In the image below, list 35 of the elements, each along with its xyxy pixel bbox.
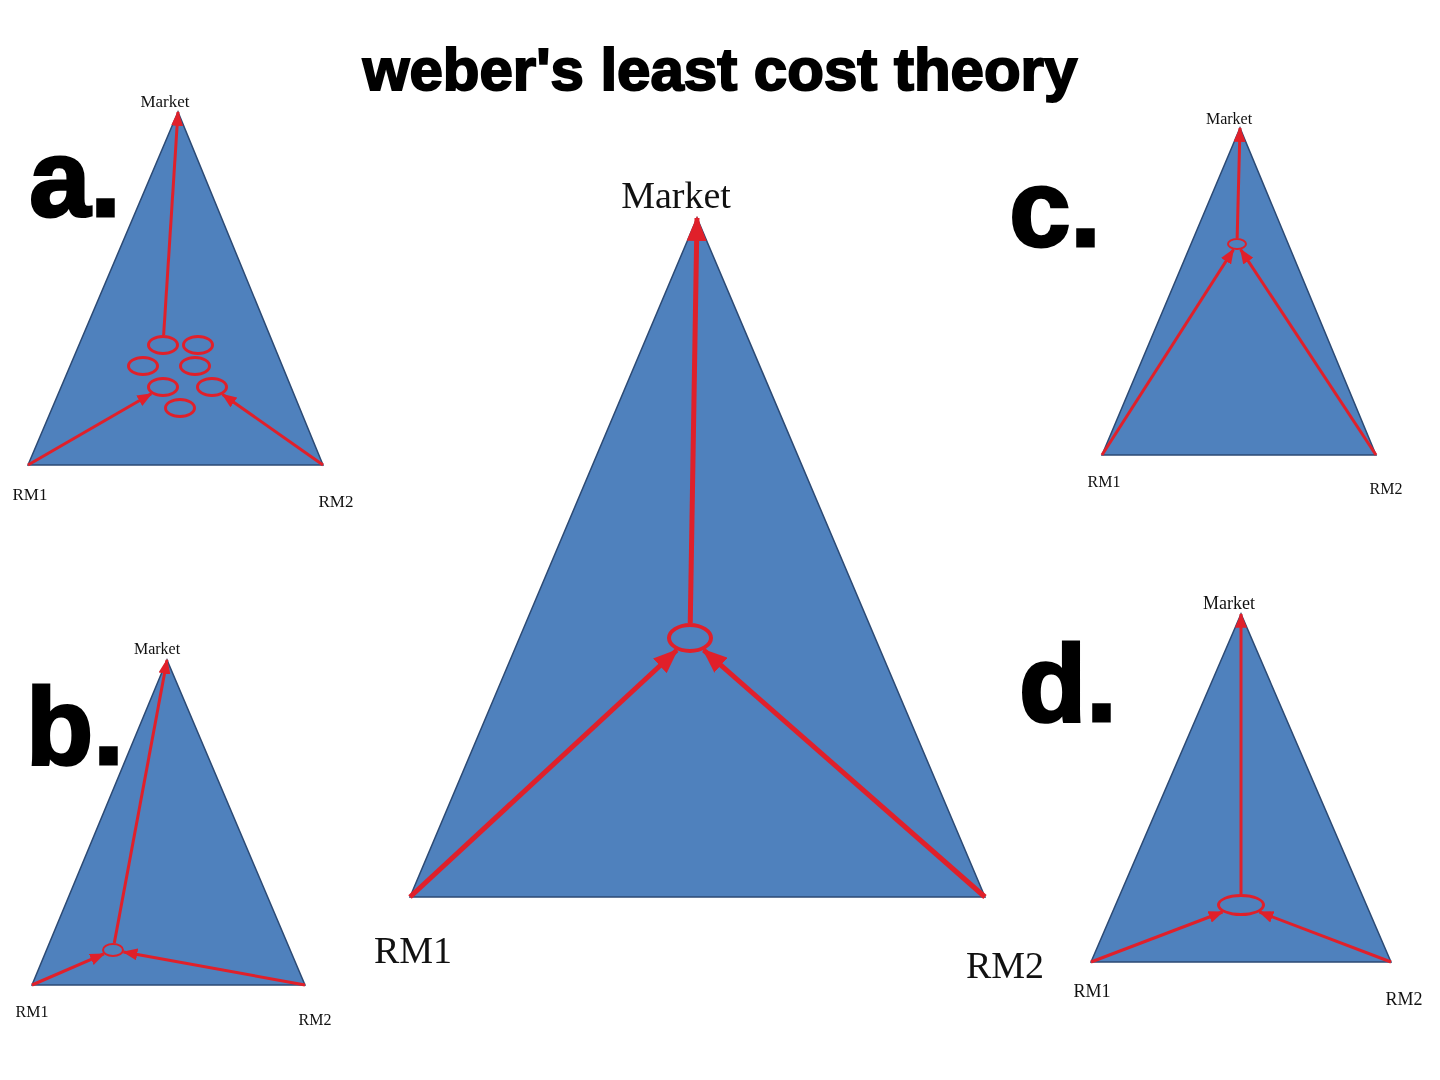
vertex-label: RM2: [318, 492, 354, 510]
arrow: [1233, 126, 1246, 239]
panel-letter: a.: [29, 123, 121, 233]
ellipse-marker: [1227, 238, 1247, 250]
vertex-label: RM1: [1087, 474, 1121, 490]
vertex-label: Market: [140, 92, 190, 110]
arrow: [1235, 612, 1247, 894]
vertex-label: RM2: [1369, 481, 1403, 497]
vertex-label: RM1: [12, 485, 48, 503]
panel-letter: b.: [26, 671, 124, 781]
ellipse-marker: [164, 398, 196, 418]
vertex-label: Market: [621, 176, 731, 214]
vertex-label: Market: [133, 641, 181, 657]
ellipse-marker: [127, 356, 159, 376]
title: weber's least cost theory: [362, 37, 1078, 103]
vertex-label: RM1: [1073, 982, 1111, 1000]
ellipse-marker: [1217, 894, 1265, 916]
vertex-label: Market: [1203, 594, 1255, 612]
ellipse-marker: [179, 356, 211, 376]
vertex-label: RM2: [1385, 990, 1423, 1008]
ellipse-marker: [147, 377, 179, 397]
vertex-label: RM2: [965, 946, 1045, 984]
arrow: [686, 216, 707, 624]
panel-letter: c.: [1009, 153, 1101, 263]
arrow: [112, 658, 171, 944]
ellipse-marker: [147, 335, 179, 355]
vertex-label: RM1: [373, 931, 453, 969]
vertex-label: Market: [1205, 111, 1253, 127]
ellipse-marker: [196, 377, 228, 397]
panel-letter: d.: [1019, 628, 1117, 738]
vertex-label: RM2: [298, 1012, 332, 1028]
vertex-label: RM1: [15, 1004, 49, 1020]
ellipse-marker: [667, 623, 713, 653]
ellipse-marker: [182, 335, 214, 355]
ellipse-marker: [102, 943, 124, 957]
